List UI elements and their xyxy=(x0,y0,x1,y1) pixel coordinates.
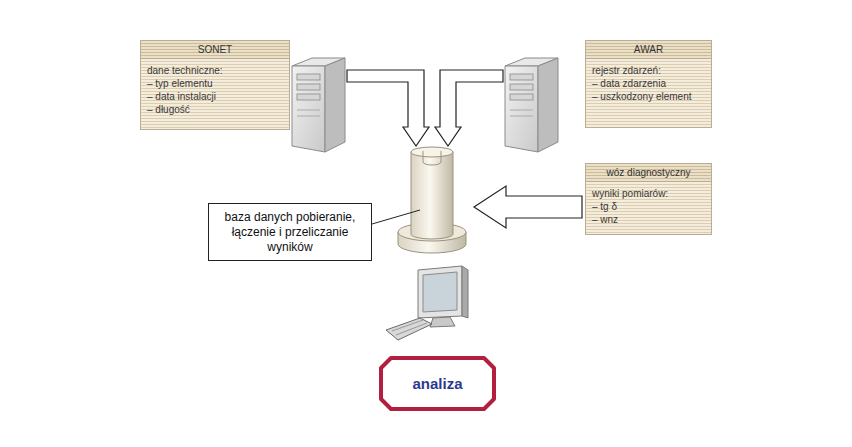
label-box: baza danych pobieranie, łączenie i przel… xyxy=(208,203,372,261)
list-heading: dane techniczne: xyxy=(147,64,283,77)
flow-arrow xyxy=(435,70,503,146)
panel-heading: SONET xyxy=(141,41,289,59)
system-panel: wóz diagnostycznywyniki pomiarów:– tg δ–… xyxy=(585,163,712,235)
server-front xyxy=(505,66,538,152)
panel-body: rejestr zdarzeń:– data zdarzenia– uszkod… xyxy=(586,59,711,108)
list-item: – wnz xyxy=(592,213,705,226)
cylinder-top xyxy=(411,147,453,157)
monitor-stand xyxy=(430,317,455,327)
server-slot xyxy=(510,110,533,111)
leader-line xyxy=(372,210,420,224)
flow-arrow xyxy=(347,70,429,146)
drive-bay xyxy=(510,84,533,90)
server-icon xyxy=(292,58,345,152)
list-item: – typ elementu xyxy=(147,77,283,90)
server-icon xyxy=(505,58,558,152)
drive-bay xyxy=(510,94,533,100)
system-panel: AWARrejestr zdarzeń:– data zdarzenia– us… xyxy=(585,40,712,128)
octagon-shape xyxy=(381,358,494,409)
list-item: – uszkodzony element xyxy=(592,90,705,103)
monitor-frame xyxy=(418,266,462,318)
monitor-screen xyxy=(423,272,457,312)
box-text: analiza xyxy=(412,375,462,392)
keyboard-keys xyxy=(392,320,423,331)
flow-arrow xyxy=(474,186,582,228)
server-side xyxy=(325,58,345,152)
analysis-box: analiza xyxy=(378,355,497,412)
keyboard xyxy=(386,318,432,340)
server-slot xyxy=(297,116,320,117)
database-cylinder xyxy=(398,147,466,253)
system-panel: SONETdane techniczne:– typ elementu– dat… xyxy=(140,40,290,130)
list-heading: rejestr zdarzeń: xyxy=(592,64,705,77)
server-front xyxy=(292,66,325,152)
box-text: baza danych pobieranie, łączenie i przel… xyxy=(221,210,359,255)
cylinder-notch xyxy=(423,151,441,165)
panel-heading: AWAR xyxy=(586,41,711,59)
panel-body: dane techniczne:– typ elementu– data ins… xyxy=(141,59,289,121)
computer-icon xyxy=(386,266,468,340)
drive-bay xyxy=(510,74,533,80)
drive-bay xyxy=(297,74,320,80)
monitor-side xyxy=(462,266,468,318)
cylinder-body xyxy=(411,152,453,239)
list-item: – data instalacji xyxy=(147,90,283,103)
server-side xyxy=(538,58,558,152)
drive-bay xyxy=(297,94,320,100)
list-heading: wyniki pomiarów: xyxy=(592,187,705,200)
list-item: – tg δ xyxy=(592,200,705,213)
panel-body: wyniki pomiarów:– tg δ– wnz xyxy=(586,182,711,231)
server-slot xyxy=(297,110,320,111)
keyboard-keys xyxy=(396,323,427,335)
list-item: – długość xyxy=(147,103,283,116)
drive-bay xyxy=(297,84,320,90)
panel-heading: wóz diagnostyczny xyxy=(586,164,711,182)
list-item: – data zdarzenia xyxy=(592,77,705,90)
server-slot xyxy=(510,116,533,117)
